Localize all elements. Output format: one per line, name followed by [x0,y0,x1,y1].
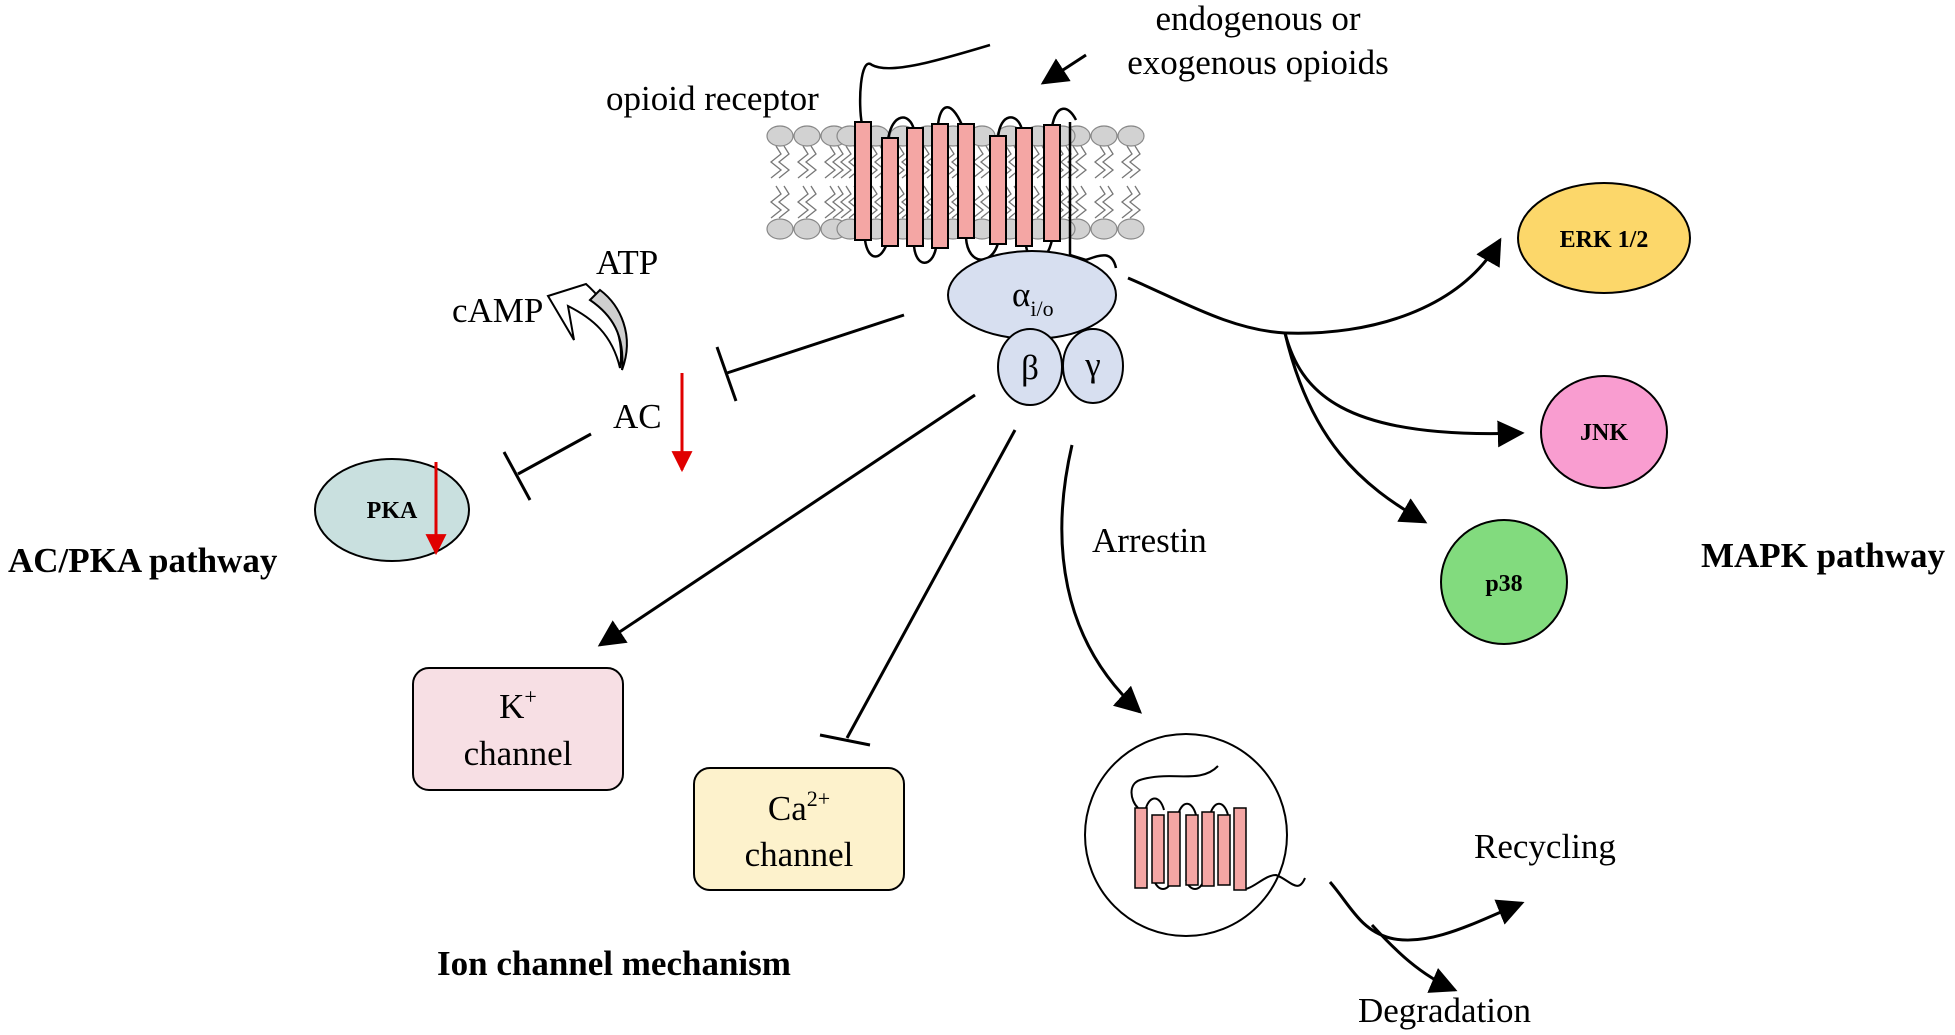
camp-arrow-icon [546,282,622,369]
ion-channel-title: Ion channel mechanism [437,944,791,983]
receptor-label: opioid receptor [606,79,819,118]
arrow-to-erk [1127,237,1502,335]
jnk-node [1540,375,1668,489]
cell-membrane [766,125,1145,240]
ac-label: AC [613,397,662,436]
atp-curved-arrow-icon [588,288,628,371]
lipid-head [793,125,821,147]
g-alpha-subunit [947,250,1117,340]
inhibit-pka-bar [502,451,532,501]
p38-node [1440,519,1568,645]
arrow-to-p38 [1283,332,1428,524]
ligand-arrow [1040,53,1087,85]
ca-channel-subtitle: channel [745,835,854,874]
ca-channel-box [693,767,905,891]
g-protein: αi/o β γ [947,250,1124,406]
k-channel-box [412,667,624,791]
mapk-pathway-title: MAPK pathway [1701,536,1946,575]
inhibit-ca-line [845,429,1017,739]
arrow-to-recycling [1328,881,1525,942]
g-beta-label: β [1021,348,1039,387]
recycling-label: Recycling [1474,827,1616,866]
pka-label: PKA [367,498,418,524]
lipid-head [766,218,794,240]
k-channel-label: K+ [499,684,537,726]
arrow-to-k-channel [597,393,976,647]
ac-pka-pathway-title: AC/PKA pathway [8,541,278,580]
jnk-label: JNK [1580,420,1628,446]
lipid-head [1090,218,1118,240]
k-channel-subtitle: channel [464,734,573,773]
inhibit-ca-bar [819,733,871,747]
lipid-head [766,125,794,147]
p38-label: p38 [1485,571,1522,597]
degradation-label: Degradation [1358,991,1531,1030]
arrestin-arrow [1060,444,1143,714]
ca-channel-label: Ca2+ [768,786,830,828]
lipid-head [1090,125,1118,147]
ligand-label-line1: endogenous or [1155,0,1360,38]
erk-node [1517,182,1691,294]
inhibit-ac-line [726,313,905,375]
inhibit-pka-line [517,432,592,476]
opioid-receptor [854,43,1118,269]
g-gamma-label: γ [1084,345,1100,384]
erk-label: ERK 1/2 [1560,227,1649,253]
arrow-to-jnk [1283,332,1525,448]
atp-label: ATP [596,243,658,282]
inhibit-ac-bar [715,346,738,402]
arrestin-label: Arrestin [1092,521,1207,560]
lipid-head [1117,218,1145,240]
lipid-head [1117,125,1145,147]
internalized-receptor [1130,765,1306,891]
g-alpha-label: αi/o [1012,275,1054,321]
lipid-head [793,218,821,240]
ligand-label-line2: exogenous opioids [1127,43,1389,82]
g-gamma-subunit [1062,328,1124,404]
arrow-to-degradation [1370,923,1458,993]
g-beta-subunit [997,328,1063,406]
camp-label: cAMP [452,291,543,330]
